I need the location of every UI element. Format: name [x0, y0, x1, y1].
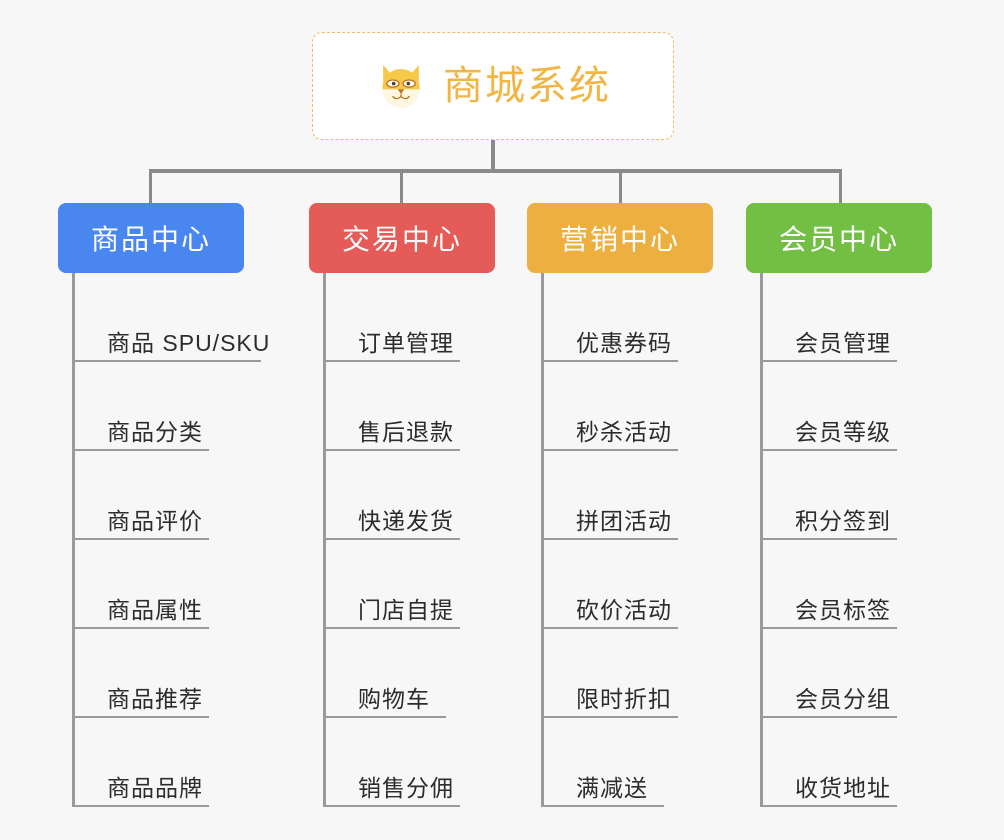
leaf-list-member-center: 会员管理 会员等级 积分签到 会员标签 会员分组 收货地址	[760, 273, 932, 807]
leaf-label: 快递发货	[326, 508, 460, 540]
branch-connector-1	[149, 169, 152, 205]
leaf-label: 销售分佣	[326, 775, 460, 807]
branch-connector-2	[400, 169, 403, 205]
leaf-item[interactable]: 商品 SPU/SKU	[75, 273, 269, 362]
leaf-list-product-center: 商品 SPU/SKU 商品分类 商品评价 商品属性 商品推荐 商品品牌	[72, 273, 269, 807]
leaf-label: 商品分类	[75, 419, 209, 451]
column-product-center: 商品中心 商品 SPU/SKU 商品分类 商品评价 商品属性 商品推荐 商品品牌	[58, 203, 269, 807]
column-header-marketing-center[interactable]: 营销中心	[527, 203, 713, 273]
leaf-label: 订单管理	[326, 330, 460, 362]
column-marketing-center: 营销中心 优惠券码 秒杀活动 拼团活动 砍价活动 限时折扣 满减送	[527, 203, 713, 807]
leaf-item[interactable]: 快递发货	[326, 451, 495, 540]
leaf-label: 购物车	[326, 686, 446, 718]
leaf-item[interactable]: 商品推荐	[75, 629, 244, 718]
leaf-item[interactable]: 拼团活动	[544, 451, 713, 540]
leaf-label: 限时折扣	[544, 686, 678, 718]
leaf-label: 门店自提	[326, 597, 460, 629]
leaf-item[interactable]: 会员分组	[763, 629, 932, 718]
leaf-item[interactable]: 商品分类	[75, 362, 244, 451]
leaf-item[interactable]: 砍价活动	[544, 540, 713, 629]
column-header-member-center[interactable]: 会员中心	[746, 203, 932, 273]
leaf-item[interactable]: 商品评价	[75, 451, 244, 540]
leaf-item[interactable]: 售后退款	[326, 362, 495, 451]
branch-connector-3	[619, 169, 622, 205]
leaf-item[interactable]: 积分签到	[763, 451, 932, 540]
root-stem-connector	[491, 140, 495, 172]
column-header-trade-center[interactable]: 交易中心	[309, 203, 495, 273]
branch-connector-4	[839, 169, 842, 205]
leaf-item[interactable]: 收货地址	[763, 718, 932, 807]
root-title: 商城系统	[443, 64, 611, 108]
leaf-label: 积分签到	[763, 508, 897, 540]
leaf-item[interactable]: 限时折扣	[544, 629, 713, 718]
leaf-list-trade-center: 订单管理 售后退款 快递发货 门店自提 购物车 销售分佣	[323, 273, 495, 807]
shiba-dog-icon	[382, 64, 420, 108]
leaf-label: 商品品牌	[75, 775, 209, 807]
leaf-label: 砍价活动	[544, 597, 678, 629]
leaf-item[interactable]: 商品品牌	[75, 718, 244, 807]
leaf-label: 收货地址	[763, 775, 897, 807]
leaf-label: 售后退款	[326, 419, 460, 451]
leaf-label: 秒杀活动	[544, 419, 678, 451]
leaf-item[interactable]: 购物车	[326, 629, 495, 718]
leaf-label: 商品评价	[75, 508, 209, 540]
leaf-item[interactable]: 会员等级	[763, 362, 932, 451]
horizontal-bus-connector	[149, 169, 842, 173]
leaf-item[interactable]: 会员管理	[763, 273, 932, 362]
leaf-label: 拼团活动	[544, 508, 678, 540]
leaf-item[interactable]: 订单管理	[326, 273, 495, 362]
leaf-label: 会员分组	[763, 686, 897, 718]
leaf-label: 会员等级	[763, 419, 897, 451]
leaf-item[interactable]: 满减送	[544, 718, 713, 807]
leaf-item[interactable]: 商品属性	[75, 540, 244, 629]
leaf-item[interactable]: 优惠券码	[544, 273, 713, 362]
leaf-label: 会员标签	[763, 597, 897, 629]
leaf-label: 商品推荐	[75, 686, 209, 718]
column-header-product-center[interactable]: 商品中心	[58, 203, 244, 273]
column-member-center: 会员中心 会员管理 会员等级 积分签到 会员标签 会员分组 收货地址	[746, 203, 932, 807]
leaf-item[interactable]: 门店自提	[326, 540, 495, 629]
column-trade-center: 交易中心 订单管理 售后退款 快递发货 门店自提 购物车 销售分佣	[309, 203, 495, 807]
leaf-item[interactable]: 会员标签	[763, 540, 932, 629]
leaf-label: 优惠券码	[544, 330, 678, 362]
leaf-label: 商品 SPU/SKU	[75, 330, 269, 362]
leaf-item[interactable]: 销售分佣	[326, 718, 495, 807]
leaf-list-marketing-center: 优惠券码 秒杀活动 拼团活动 砍价活动 限时折扣 满减送	[541, 273, 713, 807]
leaf-label: 满减送	[544, 775, 664, 807]
root-node[interactable]: 商城系统	[312, 32, 674, 140]
leaf-label: 会员管理	[763, 330, 897, 362]
leaf-label: 商品属性	[75, 597, 209, 629]
leaf-item[interactable]: 秒杀活动	[544, 362, 713, 451]
